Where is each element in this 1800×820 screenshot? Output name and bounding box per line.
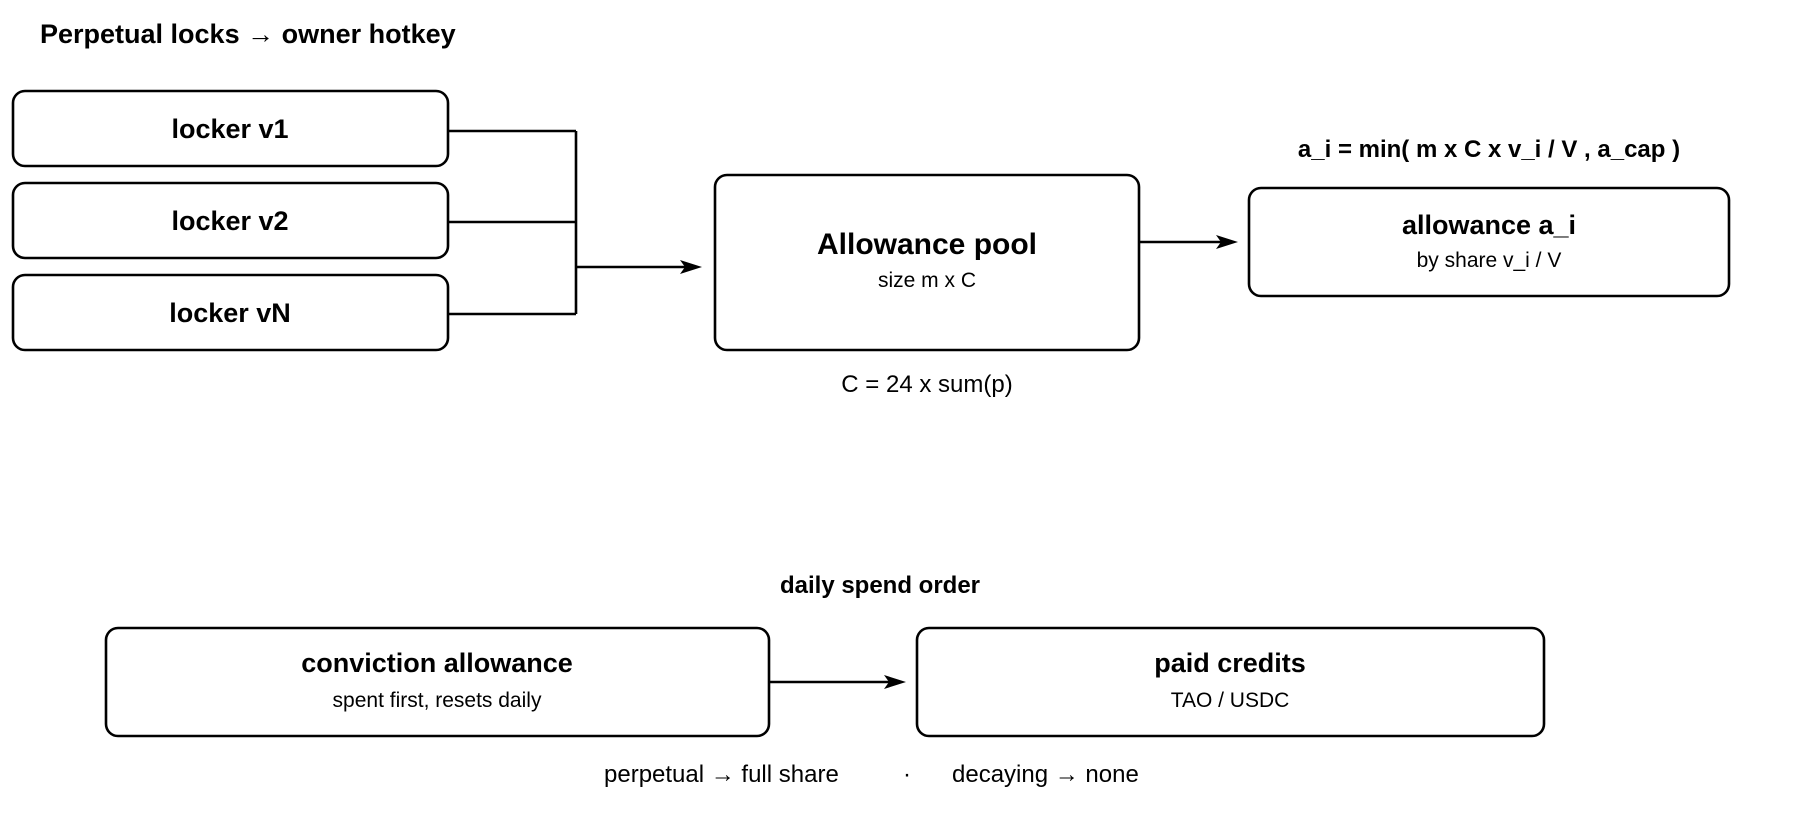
conviction-allowance-box: conviction allowance spent first, resets… <box>104 626 771 738</box>
diagram-title: Perpetual locks → owner hotkey <box>40 19 456 49</box>
locker-box-vN: locker vN <box>11 273 450 352</box>
allowance-title: allowance a_i <box>1402 210 1576 240</box>
conviction-title: conviction allowance <box>301 648 573 678</box>
footnote-separator: · <box>903 761 911 788</box>
locker-box-v1: locker v1 <box>11 89 450 168</box>
locker-merge-connector <box>448 129 702 316</box>
allowance-formula: a_i = min( m x C x v_i / V , a_cap ) <box>1298 136 1680 163</box>
conviction-subtitle: spent first, resets daily <box>333 689 542 712</box>
locker-box-v2: locker v2 <box>11 181 450 260</box>
pool-note: C = 24 x sum(p) <box>841 371 1012 398</box>
allowance-pool-box: Allowance pool size m x C <box>713 173 1141 352</box>
paid-credits-title: paid credits <box>1154 648 1306 678</box>
allowance-box: allowance a_i by share v_i / V <box>1247 186 1731 298</box>
paid-credits-box: paid credits TAO / USDC <box>915 626 1546 738</box>
pool-title: Allowance pool <box>817 228 1037 261</box>
locker-label: locker v2 <box>171 206 288 236</box>
pool-subtitle: size m x C <box>878 269 976 292</box>
spend-order-heading: daily spend order <box>780 572 980 599</box>
locker-label: locker vN <box>169 298 291 328</box>
conviction-to-paid-arrow <box>769 675 906 689</box>
pool-to-allowance-arrow <box>1139 235 1238 249</box>
footnote-perpetual: perpetual → full share <box>604 761 839 788</box>
locker-label: locker v1 <box>171 114 288 144</box>
paid-credits-subtitle: TAO / USDC <box>1171 689 1290 712</box>
allowance-subtitle: by share v_i / V <box>1417 249 1562 272</box>
footnote-decaying: decaying → none <box>952 761 1139 788</box>
